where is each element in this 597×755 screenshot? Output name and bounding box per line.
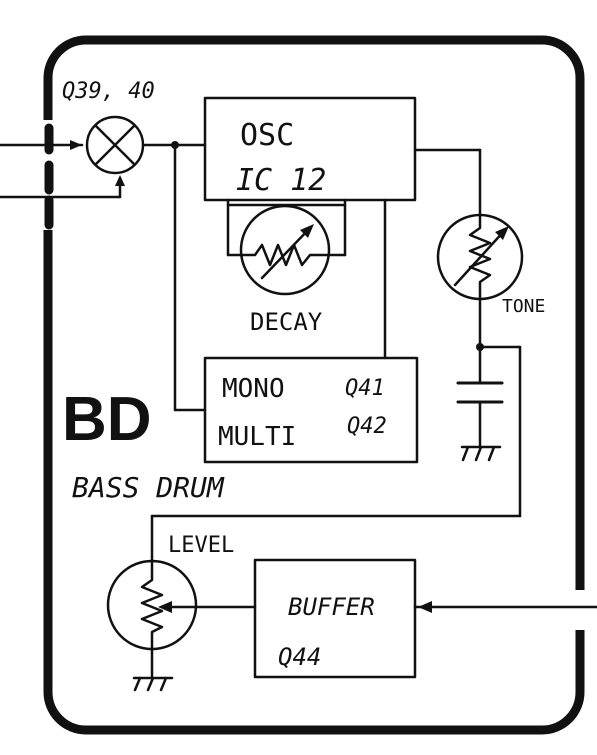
tone-pot-arrow-line (453, 228, 507, 287)
level-ground-hatch-1 (133, 676, 142, 692)
module-frame (43, 35, 585, 735)
decay-label: DECAY (250, 308, 323, 336)
module-title: BD (62, 385, 152, 454)
module-subtitle: BASS DRUM (72, 471, 225, 504)
level-wiper-arrowhead (158, 601, 172, 613)
cap-ground-hatch-1 (461, 445, 470, 462)
level-label: LEVEL (168, 533, 234, 558)
level-ground-hatch-2 (146, 676, 155, 692)
level-resistor-zigzag (140, 558, 164, 652)
input-arrow-1 (70, 140, 82, 150)
cap-ground-hatch-3 (487, 445, 496, 462)
multi-label: MULTI (218, 422, 296, 452)
mixer-label: Q39, 40 (62, 79, 155, 104)
mono-label: MONO (222, 374, 285, 404)
tone-label: TONE (502, 296, 545, 317)
buffer-q-label: Q44 (278, 643, 321, 671)
level-ground-hatch-3 (159, 676, 168, 692)
frame-output-gap (568, 590, 588, 630)
decay-pot-arrow-line (260, 226, 312, 280)
decay-pot (239, 204, 331, 296)
mono-ref-1: Q41 (345, 376, 385, 401)
mixer-x-2 (94, 124, 136, 166)
decay-pot-arrowhead (300, 224, 314, 238)
tone-pot-arrowhead (495, 226, 509, 240)
input-arrow-2 (115, 175, 125, 186)
decay-resistor-zigzag (240, 243, 330, 267)
buffer-input-arrowhead (418, 601, 432, 613)
osc-ic-label: IC 12 (236, 163, 326, 198)
osc-label: OSC (240, 118, 294, 153)
buffer-label: BUFFER (288, 593, 375, 621)
buffer-block (253, 558, 417, 679)
mono-multi-block (203, 356, 419, 464)
tone-resistor-zigzag (468, 213, 492, 301)
mono-ref-2: Q42 (347, 414, 387, 439)
cap-ground-hatch-2 (474, 445, 483, 462)
